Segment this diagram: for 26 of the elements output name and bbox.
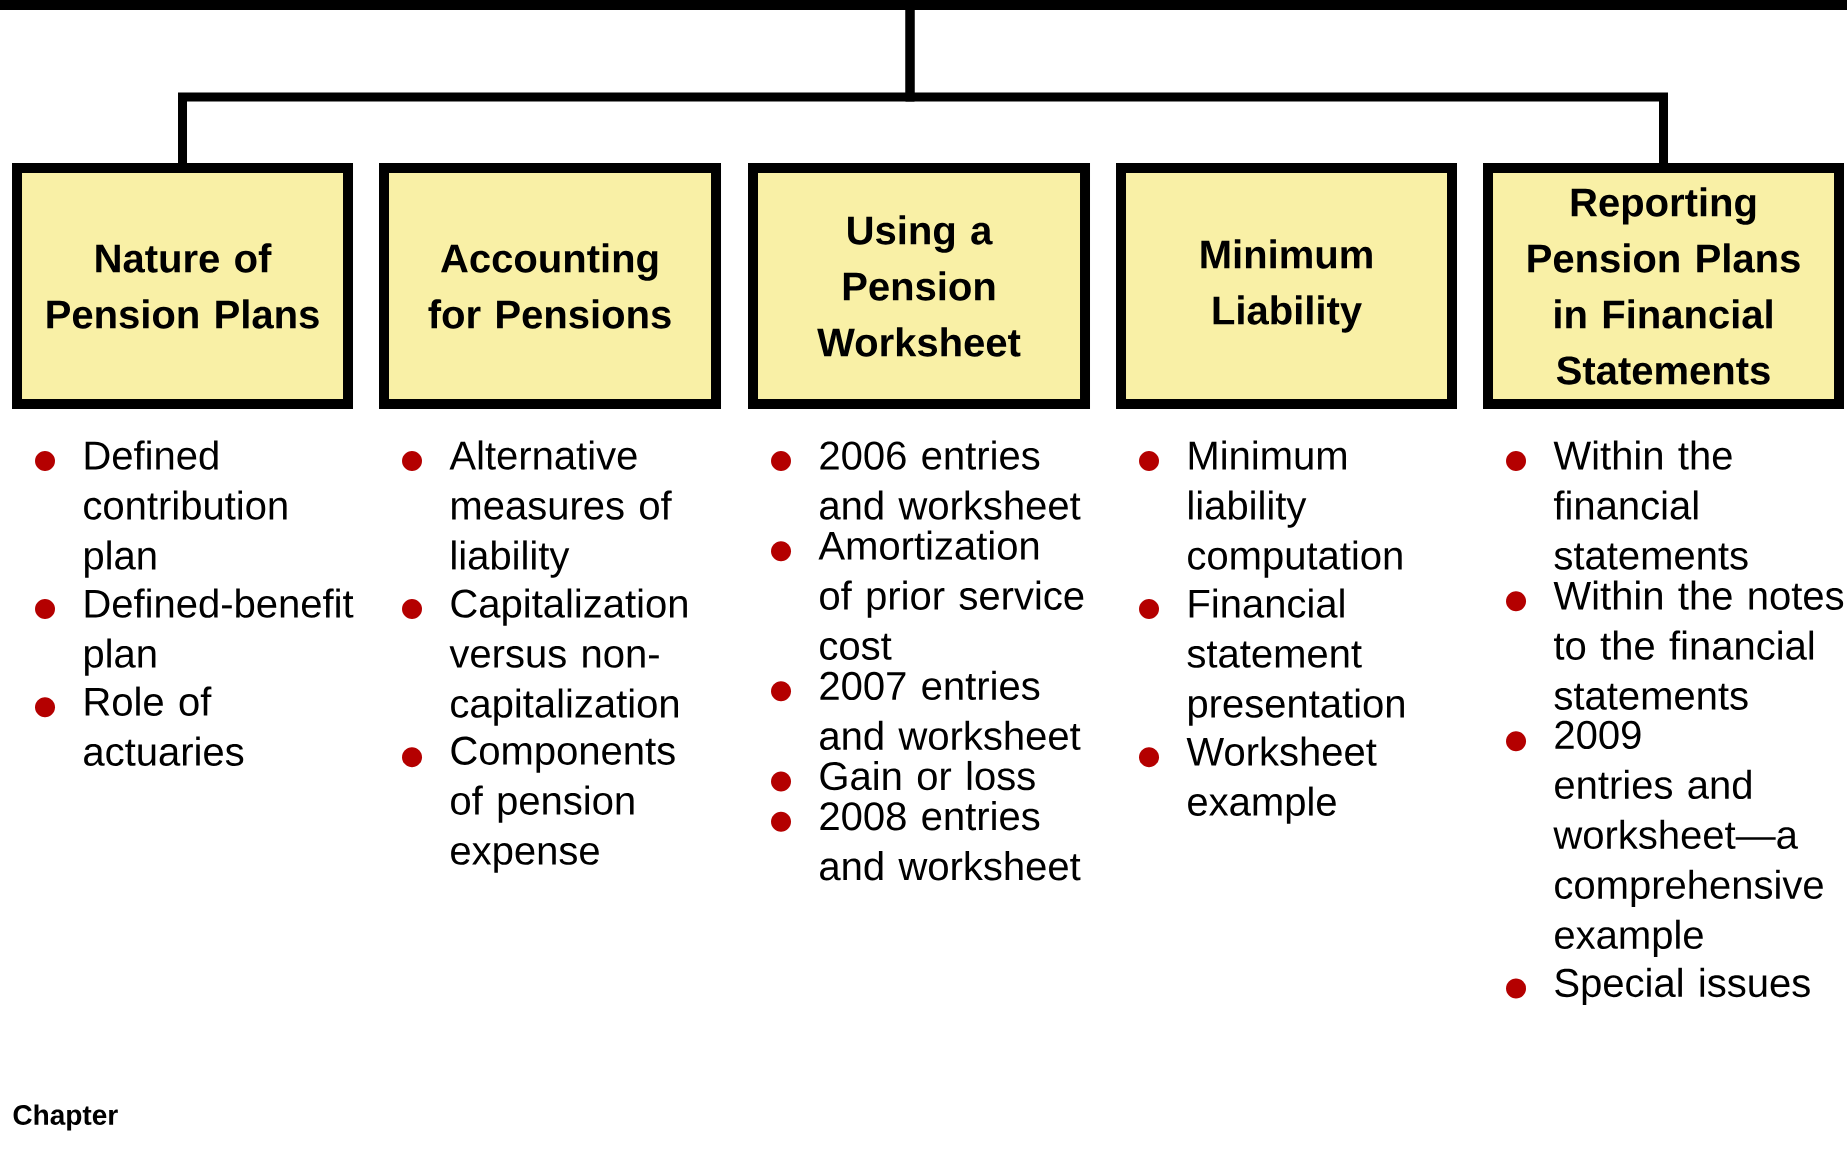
bullet-item: Within the financial statements xyxy=(1506,440,1748,570)
bullet-item: Role of actuaries xyxy=(35,686,244,766)
bullet-item: Components of pension expense xyxy=(402,736,675,873)
heading-box: Accounting for Pensions xyxy=(379,163,721,409)
bullet-item: Defined contribution plan xyxy=(35,440,287,578)
parent-box xyxy=(0,0,1847,10)
heading-box: Nature of Pension Plans xyxy=(12,163,353,409)
bullet-item: Minimum liability computation xyxy=(1139,440,1402,578)
heading-box: Minimum Liability xyxy=(1116,163,1457,409)
bullet-item: Capitalization versus non-capitalization xyxy=(402,588,687,726)
page-label: Chapter xyxy=(13,1104,118,1131)
bullet-item: Within the notes to the financial statements xyxy=(1506,580,1844,710)
bullet-item: 2008 entries and worksheet xyxy=(771,801,1081,881)
bullet-item: Financial statement presentation xyxy=(1139,588,1404,726)
bullet-item: Defined-benefit plan xyxy=(35,588,354,676)
bullet-item: 2006 entries and worksheet xyxy=(771,440,1081,520)
connector-line xyxy=(905,10,1668,163)
bullet-item: 2007 entries and worksheet xyxy=(771,670,1081,751)
bullet-item: Alternative measures of liability xyxy=(402,440,672,578)
bullet-item: Amortization of prior service cost xyxy=(771,530,1084,660)
heading-box: Using a Pension Worksheet xyxy=(748,163,1090,409)
bullet-item: Special issues xyxy=(1506,967,1810,1006)
bullet-item: 2009 entries and worksheet—a comprehensive example xyxy=(1506,720,1823,957)
heading-box: Reporting Pension Plans in Financial Statements xyxy=(1483,163,1844,409)
bullet-item: Gain or loss xyxy=(771,760,1035,792)
bullet-item: Worksheet example xyxy=(1139,736,1377,824)
